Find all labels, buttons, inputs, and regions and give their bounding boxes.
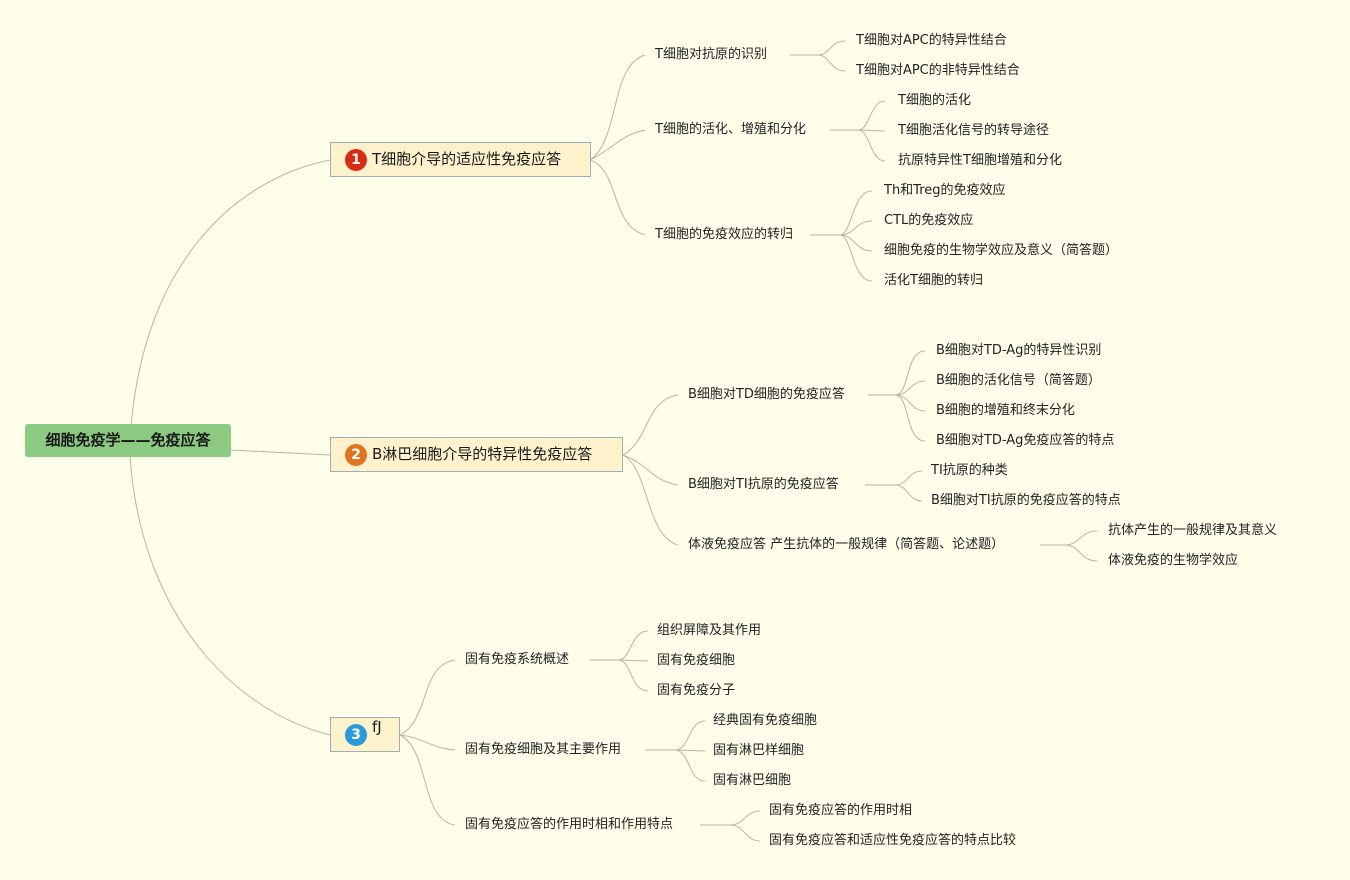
branch-3-child-3-item-2[interactable]: 固有免疫应答和适应性免疫应答的特点比较 (769, 833, 1017, 848)
branch-2-child-2[interactable]: B细胞对TI抗原的免疫应答 (688, 477, 839, 492)
root-topic[interactable]: 细胞免疫学——免疫应答 (25, 424, 231, 457)
link-b1-c3-i2 (839, 220, 873, 236)
branch-3-child-2-item-1[interactable]: 经典固有免疫细胞 (713, 713, 818, 728)
branch-1-child-2-item-2[interactable]: T细胞活化信号的转导途径 (898, 123, 1049, 138)
branch-3-child-3-item-1[interactable]: 固有免疫应答的作用时相 (769, 803, 913, 818)
branch-2-child-3-item-2[interactable]: 体液免疫的生物学效应 (1108, 553, 1239, 568)
link-b3-c1-i2 (617, 659, 649, 662)
link-b1-c1-i1 (790, 40, 846, 56)
branch-2-child-2-item-1[interactable]: TI抗原的种类 (931, 463, 1008, 478)
link-b3-c1-i1 (590, 630, 649, 661)
branch-3-child-1-item-2[interactable]: 固有免疫细胞 (657, 653, 736, 668)
branch-1-child-3-item-4[interactable]: 活化T细胞的转归 (884, 273, 983, 288)
link-b1-c2-i2 (857, 129, 886, 132)
branch-3-child-2[interactable]: 固有免疫细胞及其主要作用 (465, 742, 622, 757)
branch-1-child-1[interactable]: T细胞对抗原的识别 (655, 47, 767, 62)
branch-3-child-1-item-3[interactable]: 固有免疫分子 (657, 683, 736, 698)
link-b3-c2-i3 (674, 749, 706, 782)
link-b1-c1 (589, 54, 646, 161)
link-b2-c2-i2 (894, 484, 923, 502)
branch-2-child-3[interactable]: 体液免疫应答 产生抗体的一般规律（简答题、论述题） (688, 537, 1005, 552)
branch-2-child-1-item-2[interactable]: B细胞的活化信号（简答题） (936, 373, 1101, 388)
branch-3-child-3[interactable]: 固有免疫应答的作用时相和作用特点 (465, 817, 674, 832)
link-b2-c2-i1 (865, 470, 923, 486)
link-b3-c2-i1 (645, 720, 706, 751)
branch-1-child-3[interactable]: T细胞的免疫效应的转归 (655, 227, 793, 242)
link-b2-c1-i1 (868, 350, 926, 396)
link-b1-c3-i4 (839, 234, 873, 282)
link-b3-c2 (399, 734, 456, 751)
link-b1-c1-i2 (817, 54, 846, 72)
link-b1-c3 (589, 159, 646, 236)
branch-3-child-2-item-2[interactable]: 固有淋巴样细胞 (713, 743, 805, 758)
link-b3-c3-i1 (700, 810, 761, 826)
link-b2-c3-i2 (1064, 544, 1098, 562)
link-b2-c1-i4 (894, 394, 926, 442)
branch-3-child-2-item-3[interactable]: 固有淋巴细胞 (713, 773, 792, 788)
priority-3-icon: 3 (345, 724, 367, 746)
branch-1-child-2[interactable]: T细胞的活化、增殖和分化 (655, 122, 806, 137)
link-root-branch-3 (129, 455, 331, 736)
link-b1-c2-i1 (830, 100, 886, 131)
branch-2-child-2-item-2[interactable]: B细胞对TI抗原的免疫应答的特点 (931, 493, 1121, 508)
link-b2-c3 (622, 454, 679, 546)
link-b2-c2 (622, 454, 679, 486)
branch-3-topic[interactable]: 3 fJ (330, 717, 400, 752)
branch-2-child-1-item-3[interactable]: B细胞的增殖和终末分化 (936, 403, 1075, 418)
branch-1-child-2-item-3[interactable]: 抗原特异性T细胞增殖和分化 (898, 153, 1062, 168)
branch-2-topic[interactable]: 2 B淋巴细胞介导的特异性免疫应答 (330, 437, 623, 472)
branch-3-label: fJ (372, 718, 382, 736)
branch-1-child-3-item-2[interactable]: CTL的免疫效应 (884, 213, 974, 228)
link-b2-c1-i2 (894, 380, 926, 396)
branch-1-child-1-item-1[interactable]: T细胞对APC的特异性结合 (856, 33, 1007, 48)
link-b1-c2-i3 (857, 129, 886, 162)
branch-3-child-1-item-1[interactable]: 组织屏障及其作用 (657, 623, 762, 638)
branch-1-topic[interactable]: 1 T细胞介导的适应性免疫应答 (330, 142, 591, 177)
link-b3-c2-i2 (674, 749, 706, 752)
branch-1-child-1-item-2[interactable]: T细胞对APC的非特异性结合 (856, 63, 1020, 78)
branch-2-child-3-item-1[interactable]: 抗体产生的一般规律及其意义 (1108, 523, 1278, 538)
branch-1-label: T细胞介导的适应性免疫应答 (372, 150, 562, 168)
branch-2-label: B淋巴细胞介导的特异性免疫应答 (372, 445, 593, 463)
link-b3-c1 (399, 659, 456, 736)
link-b1-c3-i1 (810, 190, 873, 236)
link-b2-c3-i1 (1040, 530, 1098, 546)
branch-2-child-1-item-4[interactable]: B细胞对TD-Ag免疫应答的特点 (936, 433, 1115, 448)
branch-1-child-3-item-3[interactable]: 细胞免疫的生物学效应及意义（简答题） (884, 243, 1119, 258)
branch-3-child-1[interactable]: 固有免疫系统概述 (465, 652, 570, 667)
branch-2-child-1-item-1[interactable]: B细胞对TD-Ag的特异性识别 (936, 343, 1102, 358)
branch-1-child-3-item-1[interactable]: Th和Treg的免疫效应 (884, 183, 1006, 198)
priority-2-icon: 2 (345, 444, 367, 466)
link-b3-c3 (399, 734, 456, 826)
link-b1-c3-i3 (839, 234, 873, 252)
link-b2-c1 (622, 394, 679, 456)
priority-1-icon: 1 (345, 149, 367, 171)
link-b3-c1-i3 (617, 659, 649, 692)
branch-1-child-2-item-1[interactable]: T细胞的活化 (898, 93, 971, 108)
link-b3-c3-i2 (729, 824, 761, 842)
branch-2-child-1[interactable]: B细胞对TD细胞的免疫应答 (688, 387, 845, 402)
link-b1-c2 (589, 129, 646, 161)
link-root-branch-2 (230, 449, 331, 456)
link-root-branch-1 (129, 159, 331, 441)
